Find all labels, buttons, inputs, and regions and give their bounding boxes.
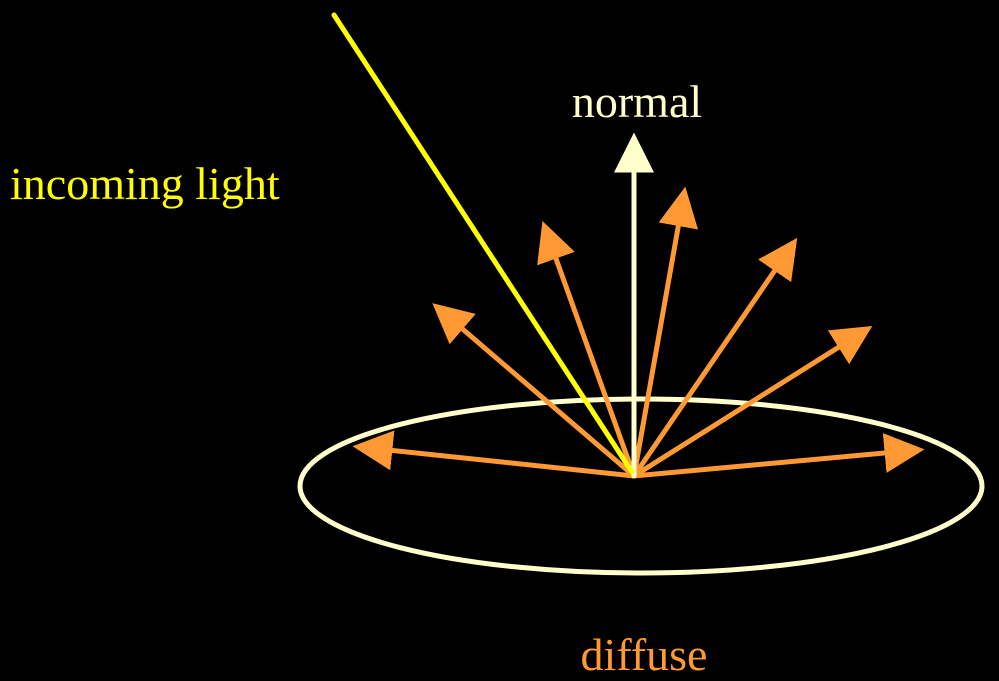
diffuse-ray-left-high: [537, 220, 637, 479]
diffuse-label: diffuse: [581, 629, 708, 680]
diffuse-ray-right-high: [631, 186, 699, 479]
surface-ellipse: [297, 396, 985, 576]
diffuse-rays: [352, 186, 925, 479]
diffuse-ray-left-horizontal: [352, 430, 637, 479]
diffuse-ray-right-horizontal: [631, 433, 925, 479]
diffuse-ray-right-mid: [631, 237, 798, 479]
normal-label: normal: [572, 76, 702, 127]
diffuse-ray-left-low: [432, 303, 637, 479]
incoming-light-label: incoming light: [10, 158, 280, 209]
incoming-light-ray: [331, 12, 635, 475]
diffuse-ray-right-low: [631, 326, 873, 479]
